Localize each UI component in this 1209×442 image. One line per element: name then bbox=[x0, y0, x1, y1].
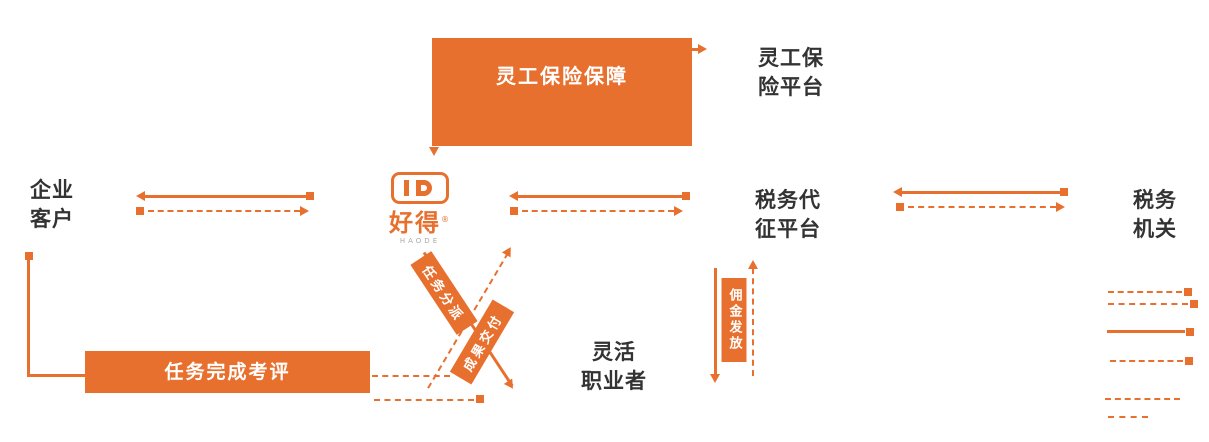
edge-label-task-dispatch: 任务分派 bbox=[410, 251, 478, 335]
connector-endpoint bbox=[476, 395, 484, 403]
node-tax-collection-line1: 税务代 bbox=[755, 188, 821, 212]
node-tax-authority-line2: 机关 bbox=[1133, 217, 1177, 241]
connector-line-dashed bbox=[522, 210, 674, 212]
connector-line-dashed bbox=[148, 210, 300, 212]
connector-endpoint bbox=[306, 192, 314, 200]
legend-endpoint bbox=[1186, 328, 1194, 336]
brand-text: 好得 bbox=[389, 209, 441, 237]
connector-endpoint bbox=[136, 207, 144, 215]
node-tax-collection-line2: 征平台 bbox=[755, 217, 821, 241]
arrow-right-icon bbox=[674, 206, 683, 216]
connector-endpoint bbox=[510, 207, 518, 215]
node-tax-collection-platform: 税务代 征平台 bbox=[755, 186, 821, 244]
connector-line-vertical bbox=[714, 268, 717, 376]
connector-line-dashed bbox=[908, 206, 1056, 208]
node-flexible-worker: 灵活 职业者 bbox=[578, 338, 650, 396]
connector-line bbox=[902, 191, 1060, 194]
connector-line-dashed bbox=[374, 399, 474, 401]
connector-endpoint bbox=[682, 192, 690, 200]
arrow-right-icon bbox=[1056, 202, 1065, 212]
arrow-down-icon bbox=[710, 374, 720, 383]
arrow-right-icon bbox=[300, 206, 309, 216]
node-tax-authority-line1: 税务 bbox=[1133, 188, 1177, 212]
node-flexible-worker-line1: 灵活 bbox=[592, 340, 636, 364]
legend-line-solid bbox=[1107, 330, 1185, 333]
insurance-service-label: 灵工保险保障 bbox=[496, 64, 628, 88]
connector-line bbox=[692, 48, 699, 51]
connector-line bbox=[145, 195, 306, 198]
arrow-up-icon bbox=[748, 260, 758, 269]
node-flexible-worker-line2: 职业者 bbox=[581, 369, 647, 393]
edge-label-commission-payment: 佣金发放 bbox=[721, 278, 747, 362]
node-insurance-platform-line1: 灵工保 bbox=[758, 46, 824, 70]
legend-line-dashed bbox=[1105, 398, 1180, 400]
task-evaluation-box: 任务完成考评 bbox=[85, 351, 370, 393]
node-tax-authority: 税务 机关 bbox=[1133, 186, 1177, 244]
haode-logo: 好得® HAODE bbox=[388, 172, 452, 245]
registered-mark: ® bbox=[441, 215, 451, 224]
node-insurance-platform: 灵工保 险平台 bbox=[758, 44, 824, 102]
task-evaluation-label: 任务完成考评 bbox=[164, 361, 291, 383]
connector-line bbox=[27, 374, 85, 377]
insurance-service-box: 灵工保险保障 bbox=[432, 38, 692, 146]
legend-line-dashed bbox=[1110, 360, 1183, 362]
arrow-down-right-icon bbox=[503, 378, 518, 392]
connector-line bbox=[518, 195, 682, 198]
arrow-right-icon bbox=[698, 44, 707, 54]
legend-line-dashed bbox=[1108, 416, 1148, 418]
arrow-down-icon bbox=[429, 147, 439, 156]
legend-endpoint bbox=[1190, 300, 1198, 308]
connector-endpoint bbox=[896, 203, 904, 211]
node-enterprise-line2: 客户 bbox=[30, 207, 74, 231]
legend-line-dashed bbox=[1108, 303, 1188, 305]
connector-endpoint bbox=[25, 252, 33, 260]
node-insurance-platform-line2: 险平台 bbox=[758, 75, 824, 99]
haode-logo-icon bbox=[391, 172, 449, 204]
arrow-left-icon bbox=[509, 191, 518, 201]
node-enterprise-customer: 企业 客户 bbox=[30, 176, 74, 234]
connector-line-vertical bbox=[27, 260, 30, 377]
connector-line-dashed bbox=[372, 375, 450, 377]
connector-endpoint bbox=[1060, 188, 1068, 196]
arrow-left-icon bbox=[136, 191, 145, 201]
legend-line-dashed bbox=[1108, 291, 1182, 293]
connector-line-vertical-dashed bbox=[752, 268, 754, 376]
arrow-left-icon bbox=[893, 187, 902, 197]
legend-endpoint bbox=[1185, 357, 1193, 365]
brand-caption: HAODE bbox=[399, 237, 441, 246]
node-enterprise-line1: 企业 bbox=[30, 178, 74, 202]
brand-name: 好得® bbox=[388, 210, 452, 236]
legend-endpoint bbox=[1184, 288, 1192, 296]
